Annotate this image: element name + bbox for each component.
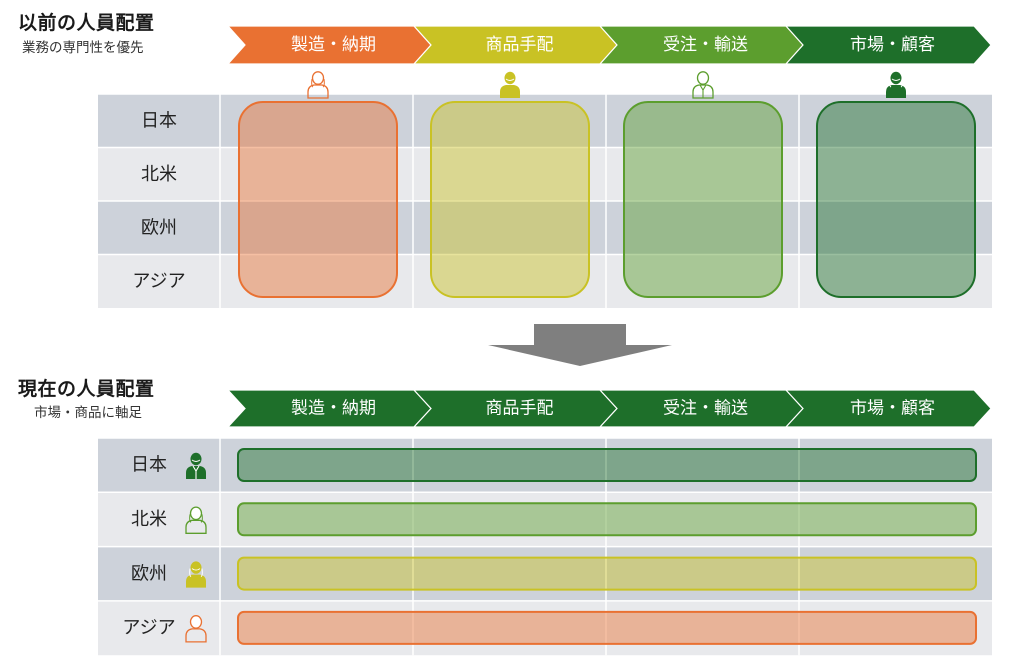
before-region-label: アジア: [132, 271, 185, 292]
before-staff-block: [238, 101, 398, 298]
after-stage-label: 製造・納期: [291, 399, 376, 419]
person-face: [505, 78, 515, 81]
before-stage-label: 商品手配: [486, 35, 554, 55]
before-stage-label: 製造・納期: [291, 35, 376, 55]
person-body: [886, 85, 906, 98]
person-body: [185, 628, 207, 643]
person-male-outline-icon: [185, 615, 207, 643]
after-staff-bar: [237, 502, 977, 537]
person-head: [696, 71, 710, 85]
before-grid-row: [98, 254, 992, 308]
before-stage-label: 市場・顧客: [850, 35, 935, 55]
person-head: [311, 71, 325, 85]
after-region-label: 欧州: [131, 563, 167, 584]
down-arrow-icon: [488, 324, 672, 366]
after-staff-bar: [237, 610, 977, 645]
after-stage-label: 商品手配: [486, 399, 554, 419]
before-stage-label: 受注・輸送: [663, 35, 748, 55]
person-male-suit-solid-icon: [186, 452, 206, 479]
after-grid-row: [98, 600, 992, 656]
person-head: [890, 71, 902, 85]
before-grid-row: [98, 147, 992, 201]
person-tie: [192, 465, 200, 479]
before-staff-block: [816, 101, 976, 298]
after-grid-row: [98, 492, 992, 547]
person-head: [189, 506, 203, 521]
person-head: [190, 452, 202, 466]
after-region-label: 北米: [131, 509, 167, 530]
person-face: [191, 568, 201, 571]
after-grid-row: [98, 546, 992, 601]
before-title: 以前の人員配置: [18, 12, 155, 34]
person-hair: [189, 514, 203, 523]
person-body: [500, 85, 520, 98]
person-body: [185, 519, 207, 534]
person-head: [190, 561, 202, 574]
person-head: [189, 615, 203, 629]
before-region-label: 日本: [141, 110, 177, 131]
person-hair: [311, 78, 325, 88]
before-staff-block: [623, 101, 783, 298]
before-region-label: 欧州: [141, 217, 177, 238]
person-hair: [189, 568, 203, 578]
after-subtitle: 市場・商品に軸足: [34, 405, 142, 421]
person-face: [891, 78, 901, 81]
person-female-outline-icon: [185, 506, 207, 534]
before-stage-chevron: [784, 25, 992, 65]
after-grid-row: [98, 438, 992, 493]
after-staff-bar: [237, 448, 977, 482]
person-head: [504, 71, 516, 85]
before-subtitle: 業務の専門性を優先: [22, 40, 144, 56]
person-body: [307, 84, 329, 99]
person-hair: [889, 78, 903, 88]
person-body: [692, 84, 714, 99]
person-female-outline-icon: [307, 71, 329, 99]
person-female-suit-solid-icon: [186, 561, 206, 588]
after-region-label: 日本: [131, 455, 167, 476]
before-staff-block: [430, 101, 590, 298]
before-grid-row: [98, 201, 992, 255]
before-region-label: 北米: [141, 164, 177, 185]
after-region-label: アジア: [122, 618, 175, 639]
after-stage-label: 受注・輸送: [663, 399, 748, 419]
after-stage-label: 市場・顧客: [850, 399, 935, 419]
after-staff-bar: [237, 556, 977, 591]
person-male-solid-icon: [500, 71, 520, 98]
after-stage-chevron: [784, 389, 992, 428]
person-tie: [699, 84, 707, 98]
person-female-solid-icon: [886, 71, 906, 98]
after-title: 現在の人員配置: [18, 378, 155, 400]
person-face: [191, 459, 201, 462]
person-body: [186, 574, 206, 588]
person-male-suit-outline-icon: [692, 71, 714, 99]
